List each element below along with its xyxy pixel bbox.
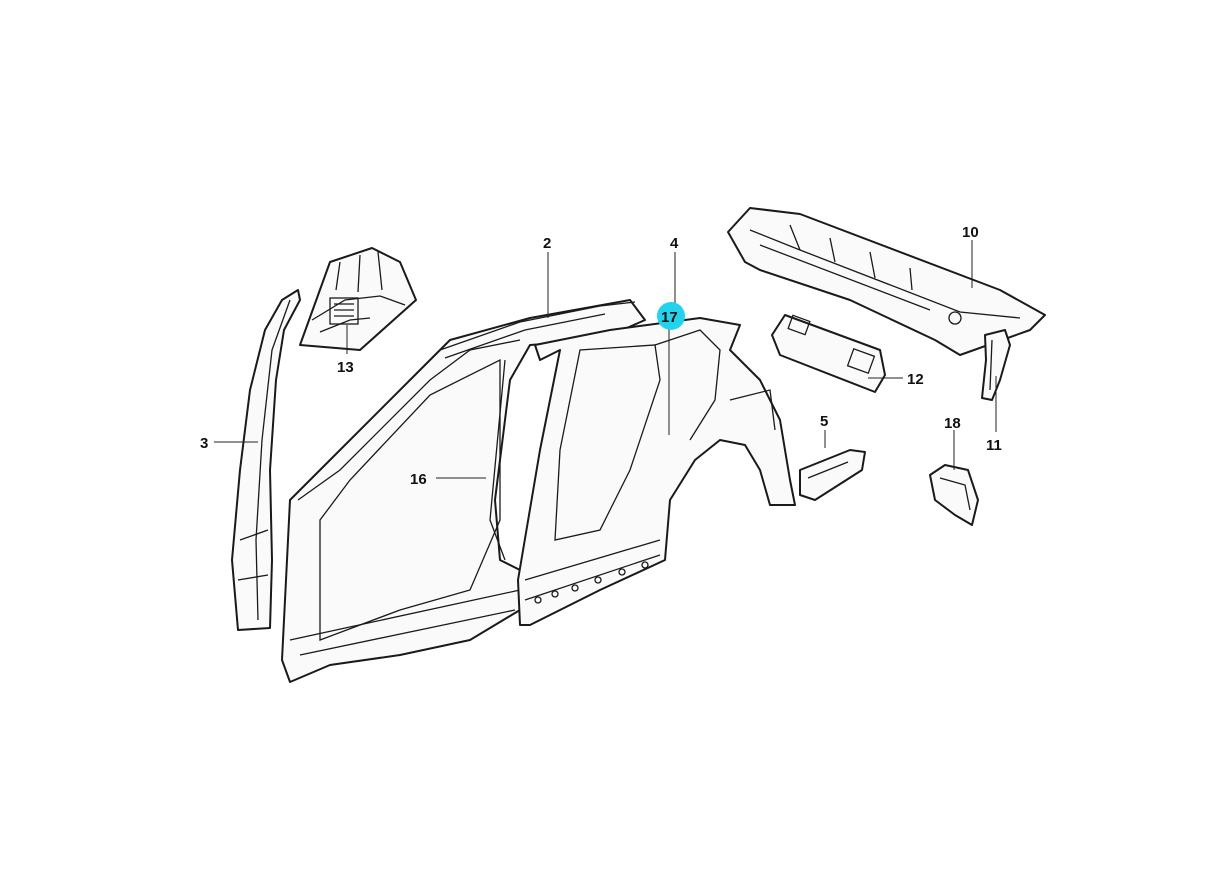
callout-10[interactable]: 10 [962, 224, 979, 241]
part-12-plate [771, 314, 886, 393]
part-2-roof-rail [439, 301, 636, 359]
callout-12[interactable]: 12 [907, 371, 924, 388]
part-5-bracket [799, 449, 866, 501]
part-3-a-pillar [231, 289, 301, 631]
part-16-side-frame [281, 299, 646, 683]
callout-5[interactable]: 5 [820, 413, 828, 430]
callout-17[interactable]: 17 [661, 309, 678, 326]
part-4-rear-side [517, 317, 796, 626]
callout-16[interactable]: 16 [410, 471, 427, 488]
callout-18[interactable]: 18 [944, 415, 961, 432]
callout-4[interactable]: 4 [670, 235, 679, 252]
callout-3[interactable]: 3 [200, 435, 208, 452]
part-18-bracket [929, 464, 979, 526]
part-13-inset [299, 247, 417, 351]
callout-2[interactable]: 2 [543, 235, 551, 252]
callout-11[interactable]: 11 [986, 437, 1002, 454]
callout-13[interactable]: 13 [337, 359, 354, 376]
callout-17-highlight [657, 302, 685, 330]
